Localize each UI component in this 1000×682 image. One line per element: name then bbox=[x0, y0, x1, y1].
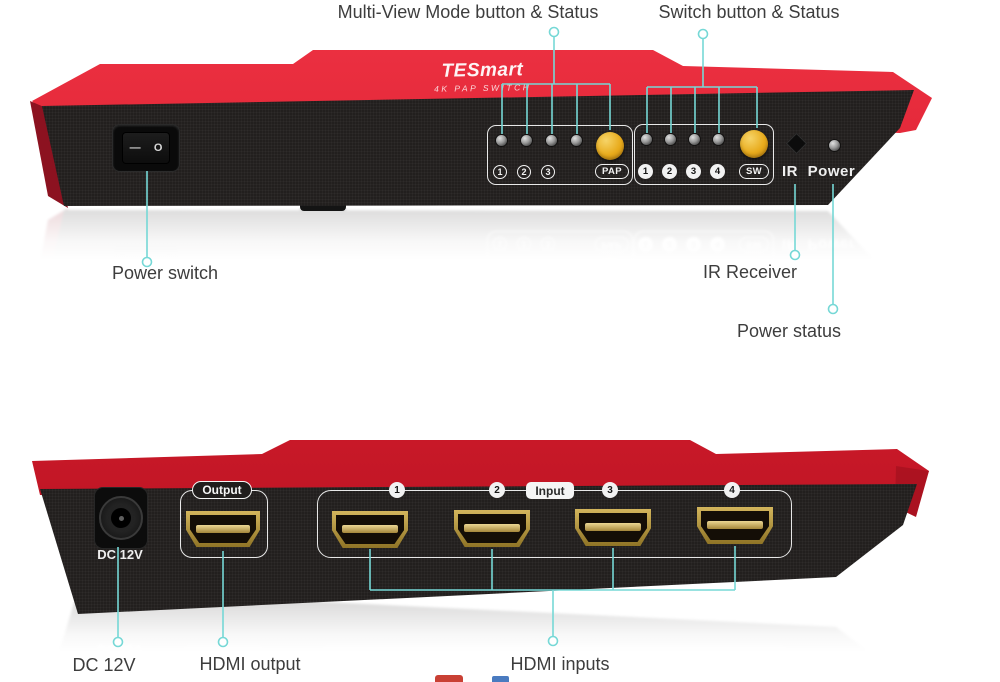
input-number-1: 1 bbox=[389, 482, 405, 498]
hdmi-output-tongue bbox=[195, 524, 251, 533]
pap-button-label: PAP bbox=[595, 164, 629, 179]
power-off-glyph: O bbox=[153, 142, 163, 154]
ir-power-panel-text: IR Power bbox=[782, 163, 856, 180]
pap-led-3 bbox=[546, 135, 557, 146]
hdmi-input-3-tongue bbox=[584, 523, 642, 532]
label-multiview-mode: Multi-View Mode button & Status bbox=[337, 2, 599, 22]
input-number-2: 2 bbox=[489, 482, 505, 498]
output-tag: Output bbox=[192, 481, 252, 499]
hdmi-input-port-1 bbox=[332, 511, 408, 548]
input-tag: Input bbox=[526, 482, 574, 499]
pap-group-box bbox=[487, 125, 633, 185]
label-dc-12v: DC 12V bbox=[72, 655, 136, 675]
dc-jack-outer bbox=[99, 496, 143, 540]
watermark-fragment-blue bbox=[492, 676, 509, 682]
label-power-status: Power status bbox=[736, 321, 842, 341]
sw-led-3 bbox=[689, 134, 700, 145]
pap-button bbox=[596, 132, 624, 160]
sw-number-2: 2 bbox=[662, 164, 677, 179]
hdmi-input-port-2 bbox=[454, 510, 530, 547]
watermark-fragment-red bbox=[435, 675, 463, 682]
hdmi-input-port-4 bbox=[697, 507, 773, 544]
sw-led-2 bbox=[665, 134, 676, 145]
label-hdmi-output: HDMI output bbox=[199, 654, 301, 674]
power-switch: — O bbox=[112, 124, 180, 172]
sw-number-1: 1 bbox=[638, 164, 653, 179]
dc-jack-pin bbox=[118, 515, 124, 521]
power-switch-rocker: — O bbox=[122, 132, 170, 164]
dc-panel-text: DC 12V bbox=[97, 547, 143, 562]
sw-number-3: 3 bbox=[686, 164, 701, 179]
pap-led-2 bbox=[521, 135, 532, 146]
hdmi-output-port bbox=[186, 511, 260, 547]
sw-button bbox=[740, 130, 768, 158]
dc-power-jack bbox=[94, 487, 148, 549]
sw-group-box bbox=[634, 124, 774, 185]
input-number-4: 4 bbox=[724, 482, 740, 498]
pap-number-1: 1 bbox=[493, 165, 507, 179]
hdmi-input-1-tongue bbox=[341, 525, 399, 534]
hdmi-input-4-tongue bbox=[706, 521, 764, 530]
sw-number-4: 4 bbox=[710, 164, 725, 179]
sw-button-label: SW bbox=[739, 164, 769, 179]
sw-led-1 bbox=[641, 134, 652, 145]
input-number-3: 3 bbox=[602, 482, 618, 498]
label-power-switch: Power switch bbox=[111, 263, 219, 283]
pap-led-4 bbox=[571, 135, 582, 146]
dc-jack-inner bbox=[108, 505, 134, 531]
power-status-led bbox=[829, 140, 840, 151]
label-switch-button: Switch button & Status bbox=[658, 2, 840, 22]
power-on-glyph: — bbox=[129, 142, 141, 154]
sw-led-4 bbox=[713, 134, 724, 145]
pap-number-3: 3 bbox=[541, 165, 555, 179]
hdmi-input-2-tongue bbox=[463, 524, 521, 533]
pap-number-2: 2 bbox=[517, 165, 531, 179]
label-ir-receiver: IR Receiver bbox=[702, 262, 798, 282]
pap-led-1 bbox=[496, 135, 507, 146]
label-hdmi-inputs: HDMI inputs bbox=[510, 654, 610, 674]
hdmi-input-port-3 bbox=[575, 509, 651, 546]
